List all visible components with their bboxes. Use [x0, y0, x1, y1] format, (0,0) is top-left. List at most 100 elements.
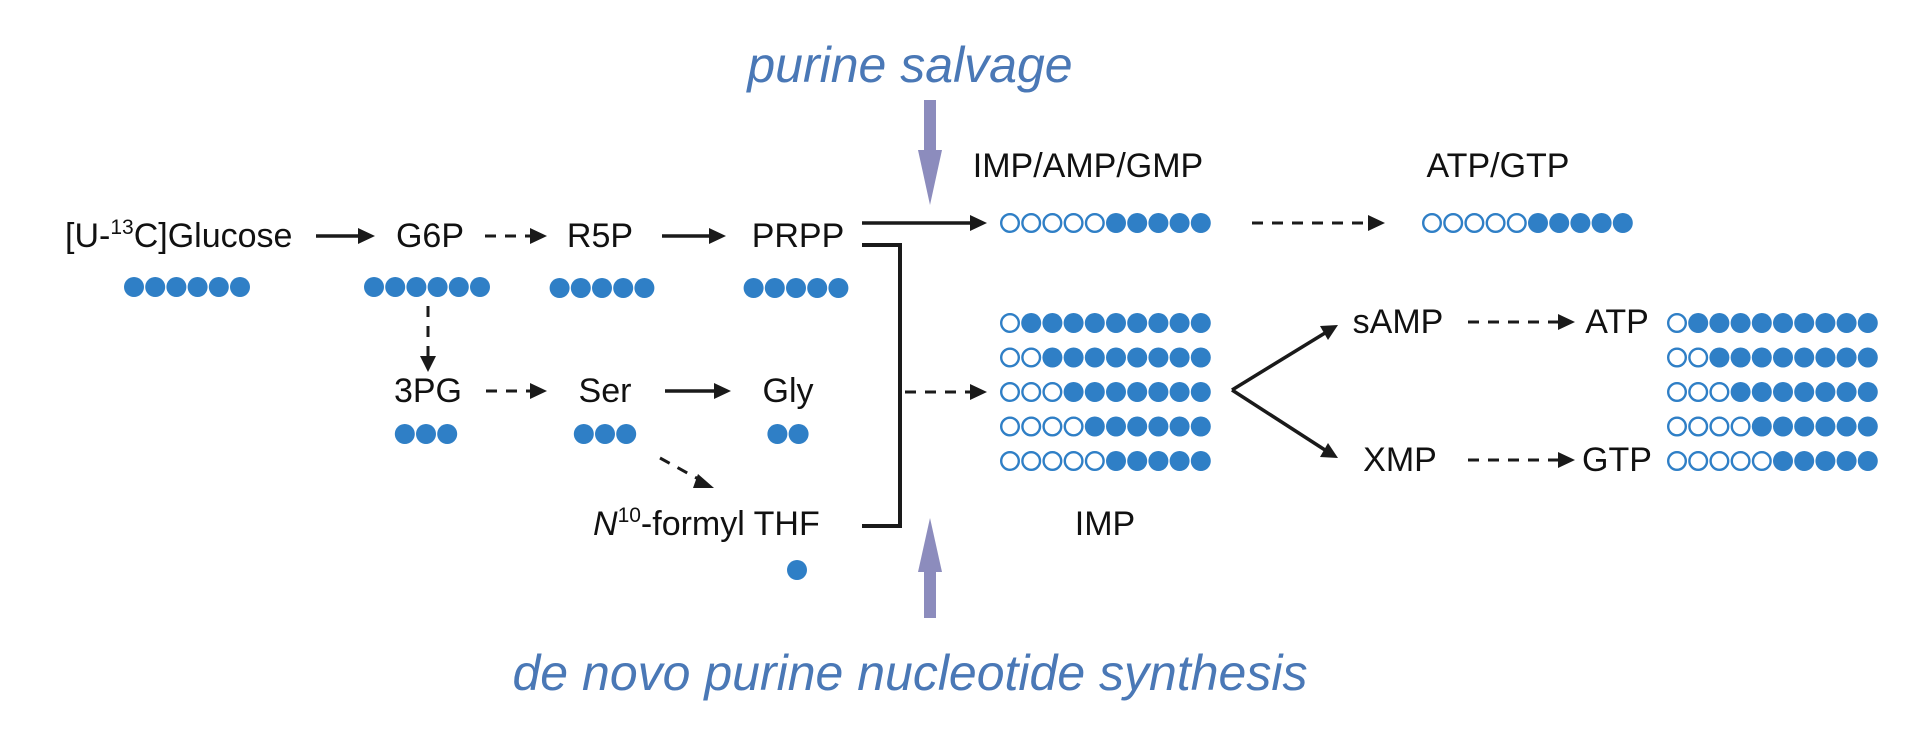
unlabeled-carbon-dot: [1042, 451, 1063, 472]
unlabeled-carbon-dot: [1021, 212, 1042, 233]
labeled-carbon-dot: [1751, 347, 1772, 368]
labeled-carbon-dot: [416, 424, 436, 444]
labeled-carbon-dot: [1549, 213, 1570, 233]
labeled-carbon-dot: [1063, 382, 1084, 402]
labeled-carbon-dot: [1688, 313, 1709, 333]
labeled-carbon-dot: [1106, 347, 1126, 368]
arrow-g6p-3pg: [420, 306, 436, 372]
labeled-carbon-dot: [1169, 213, 1190, 233]
unlabeled-carbon-dot: [1688, 451, 1709, 472]
denovo-bracket: [862, 243, 902, 528]
labeled-carbon-dot: [1042, 313, 1063, 333]
carbon-isotopologue-dots: [124, 212, 1878, 580]
labeled-carbon-dot: [1148, 213, 1169, 233]
labeled-carbon-dot: [1591, 213, 1612, 233]
labeled-carbon-dot: [1127, 313, 1148, 333]
imp-amp-gmp-label: IMP/AMP/GMP: [973, 147, 1203, 185]
labeled-carbon-dot: [1794, 416, 1815, 437]
unlabeled-carbon-dot: [1709, 416, 1730, 437]
unlabeled-carbon-dot: [1000, 347, 1021, 368]
labeled-carbon-dot: [1730, 313, 1751, 333]
labeled-carbon-dot: [1084, 347, 1105, 368]
labeled-carbon-dot: [1857, 451, 1878, 471]
labeled-carbon-dot: [437, 424, 458, 444]
labeled-carbon-dot: [385, 277, 406, 297]
xmp-label: XMP: [1363, 441, 1437, 479]
labeled-carbon-dot: [1815, 416, 1836, 437]
labeled-carbon-dot: [764, 278, 785, 298]
labeled-carbon-dot: [1106, 382, 1126, 402]
unlabeled-carbon-dot: [1021, 416, 1042, 437]
labeled-carbon-dot: [634, 278, 655, 298]
unlabeled-carbon-dot: [1042, 382, 1063, 403]
labeled-carbon-dot: [1773, 313, 1793, 333]
labeled-carbon-dot: [394, 424, 415, 444]
labeled-carbon-dot: [1730, 347, 1751, 368]
3pg-label: 3PG: [394, 372, 462, 410]
arrow-xmp-gtp: [1468, 452, 1575, 468]
labeled-carbon-dot: [1528, 213, 1548, 233]
unlabeled-carbon-dot: [1063, 451, 1084, 472]
labeled-carbon-dot: [1773, 347, 1793, 368]
labeled-carbon-dot: [1127, 451, 1148, 471]
arrow-imp-samp: [1231, 325, 1338, 392]
labeled-carbon-dot: [1709, 313, 1730, 333]
labeled-carbon-dot: [1836, 416, 1857, 437]
labeled-carbon-dot: [1106, 416, 1126, 437]
labeled-carbon-dot: [187, 277, 208, 297]
labeled-carbon-dot: [1190, 451, 1211, 471]
unlabeled-carbon-dot: [1063, 416, 1084, 437]
atp-label: ATP: [1585, 303, 1649, 341]
labeled-carbon-dot: [1106, 213, 1126, 233]
labeled-carbon-dot: [549, 278, 570, 298]
labeled-carbon-dot: [1730, 382, 1751, 402]
labeled-carbon-dot: [1169, 382, 1190, 402]
arrow-samp-atp: [1468, 314, 1575, 330]
labeled-carbon-dot: [573, 424, 594, 444]
labeled-carbon-dot: [1063, 313, 1084, 333]
unlabeled-carbon-dot: [1000, 416, 1021, 437]
labeled-carbon-dot: [1857, 313, 1878, 333]
labeled-carbon-dot: [427, 277, 448, 297]
labeled-carbon-dot: [1751, 313, 1772, 333]
purine-salvage-title: purine salvage: [745, 37, 1072, 93]
labeled-carbon-dot: [1169, 313, 1190, 333]
gtp-label: GTP: [1582, 441, 1652, 479]
labeled-carbon-dot: [1836, 382, 1857, 402]
arrow-ser-thf: [659, 456, 714, 488]
labeled-carbon-dot: [470, 277, 490, 297]
labeled-carbon-dot: [1857, 416, 1878, 437]
labeled-carbon-dot: [124, 277, 144, 297]
labeled-carbon-dot: [1815, 382, 1836, 402]
unlabeled-carbon-dot: [1421, 212, 1442, 233]
labeled-carbon-dot: [595, 424, 615, 444]
labeled-carbon-dot: [406, 277, 427, 297]
labeled-carbon-dot: [1190, 313, 1211, 333]
labeled-carbon-dot: [1106, 313, 1126, 333]
arrow-glucose-g6p: [316, 228, 375, 244]
unlabeled-carbon-dot: [1730, 451, 1751, 472]
labeled-carbon-dot: [1084, 382, 1105, 402]
arrow-3pg-ser: [486, 383, 547, 399]
labeled-carbon-dot: [1084, 416, 1105, 437]
labeled-carbon-dot: [1063, 347, 1084, 368]
labeled-carbon-dot: [1612, 213, 1633, 233]
labeled-carbon-dot: [166, 277, 187, 297]
arrow-bracket-imp: [905, 384, 987, 400]
unlabeled-carbon-dot: [1688, 382, 1709, 403]
labeled-carbon-dot: [1148, 313, 1169, 333]
labeled-carbon-dot: [1751, 382, 1772, 402]
labeled-carbon-dot: [787, 560, 807, 580]
unlabeled-carbon-dot: [1730, 416, 1751, 437]
labeled-carbon-dot: [1148, 451, 1169, 471]
unlabeled-carbon-dot: [1000, 313, 1021, 334]
unlabeled-carbon-dot: [1688, 347, 1709, 368]
unlabeled-carbon-dot: [1688, 416, 1709, 437]
unlabeled-carbon-dot: [1021, 451, 1042, 472]
unlabeled-carbon-dot: [1000, 212, 1021, 233]
labeled-carbon-dot: [1169, 347, 1190, 368]
labeled-carbon-dot: [1836, 451, 1857, 471]
labeled-carbon-dot: [1021, 313, 1042, 333]
labeled-carbon-dot: [786, 278, 806, 298]
